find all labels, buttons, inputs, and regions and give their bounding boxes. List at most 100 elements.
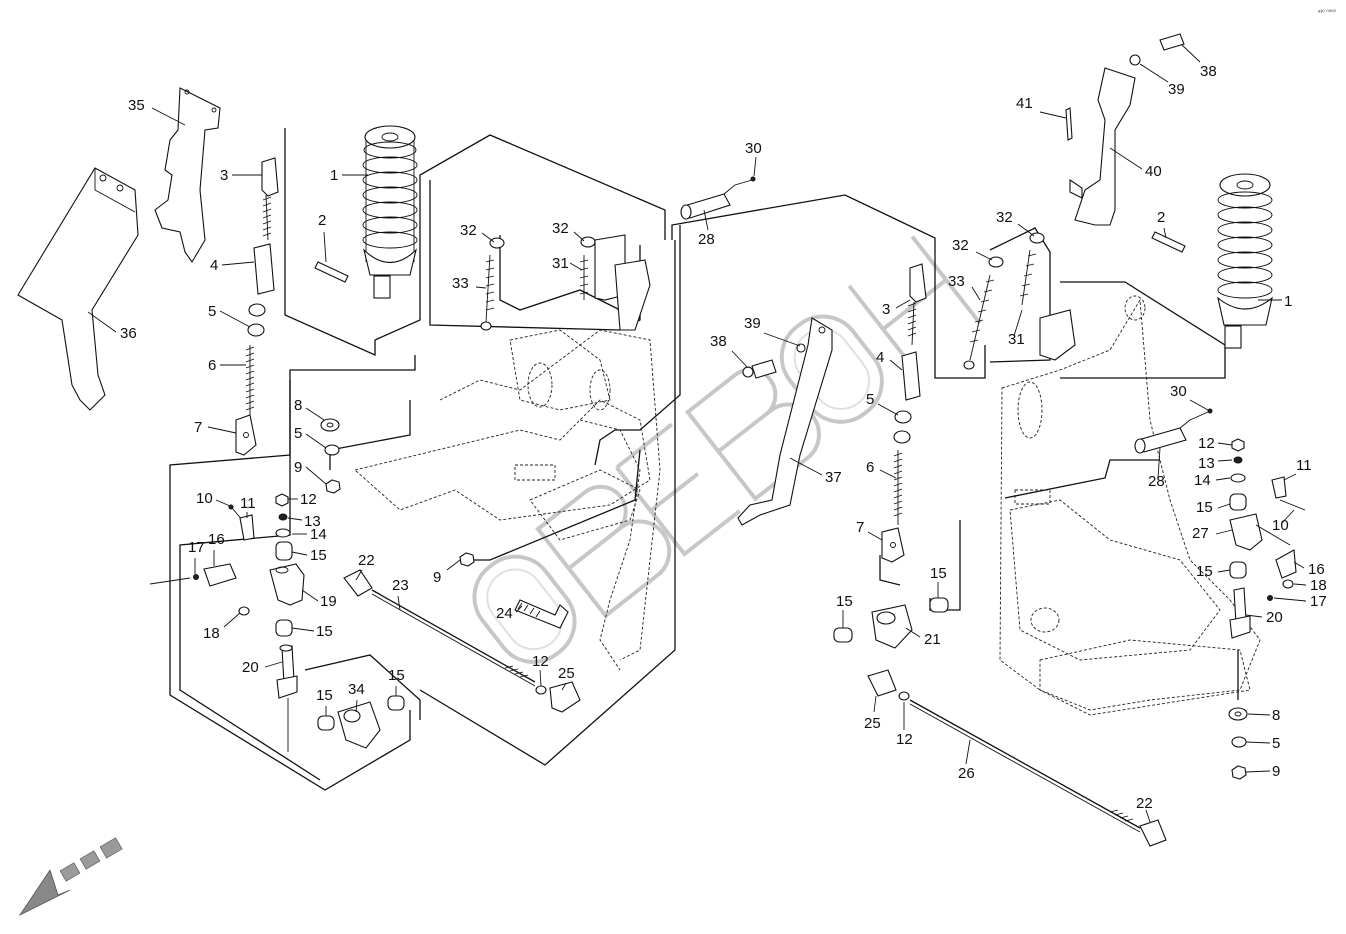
callout-leader (305, 433, 327, 449)
callout-13a: 13 (287, 513, 321, 530)
callout-34: 34 (348, 681, 365, 713)
callout-12b: 12 (532, 653, 549, 687)
callout-number: 1 (1284, 293, 1292, 310)
callout-37: 37 (789, 457, 842, 486)
callout-2a: 2 (318, 212, 327, 263)
callout-23: 23 (392, 577, 409, 611)
callout-number: 18 (1310, 577, 1327, 594)
callout-leader (1293, 583, 1307, 586)
callout-number: 5 (1272, 735, 1280, 752)
callout-leader (877, 403, 899, 416)
callout-number: 25 (864, 715, 881, 732)
callout-32d: 32 (952, 237, 993, 261)
callout-number: 35 (128, 97, 145, 114)
callout-leader (703, 209, 709, 231)
callout-leader (1215, 529, 1233, 535)
callout-leader (1017, 223, 1035, 237)
callout-number: 9 (1272, 763, 1280, 780)
spring-right (1217, 173, 1273, 349)
callout-leader (1139, 63, 1169, 83)
callout-leader (1245, 770, 1271, 773)
callout-19: 19 (301, 589, 337, 610)
callout-number: 41 (1016, 95, 1033, 112)
callout-15d: 15 (388, 667, 405, 696)
left-assembly (17, 87, 833, 791)
callout-number: 11 (240, 495, 256, 512)
callout-16b: 16 (1293, 561, 1325, 578)
callout-33b: 33 (948, 273, 981, 301)
callout-leader (1215, 477, 1231, 481)
callout-leader (1145, 809, 1151, 823)
callout-leader (1217, 459, 1233, 462)
callout-number: 18 (203, 625, 220, 642)
callout-number: 2 (1157, 209, 1165, 226)
callout-number: 34 (348, 681, 365, 698)
callout-number: 19 (320, 593, 337, 610)
callout-leader (301, 589, 319, 602)
callout-leader (305, 407, 325, 421)
callout-6b: 6 (866, 459, 897, 479)
callout-number: 14 (1194, 472, 1211, 489)
callout-leader (87, 311, 117, 333)
callout-number: 25 (558, 665, 575, 682)
callout-3b: 3 (882, 299, 911, 318)
callout-20b: 20 (1245, 609, 1283, 626)
callout-1a: 1 (330, 167, 368, 184)
callout-32c: 32 (996, 209, 1035, 237)
callout-9a: 9 (294, 459, 327, 485)
callout-number: 12 (896, 731, 913, 748)
callout-number: 23 (392, 577, 409, 594)
callout-number: 17 (1310, 593, 1327, 610)
callout-leader (1039, 111, 1067, 119)
callout-9c: 9 (1245, 763, 1280, 780)
callout-28a: 28 (698, 209, 715, 248)
callout-17b: 17 (1273, 593, 1327, 610)
callout-35: 35 (128, 97, 186, 126)
callout-5a: 5 (208, 303, 251, 328)
callout-number: 32 (460, 222, 477, 239)
callout-12d: 12 (896, 702, 913, 748)
callout-leader (1013, 309, 1023, 337)
callout-31a: 31 (552, 255, 583, 272)
callout-10a: 10 (196, 490, 231, 507)
callout-leader (1217, 503, 1231, 509)
callout-leader (573, 231, 585, 242)
callout-leader (515, 605, 523, 613)
callout-17a: 17 (188, 539, 205, 574)
callout-number: 31 (552, 255, 569, 272)
callout-13b: 13 (1198, 455, 1233, 472)
callout-27: 27 (1192, 525, 1233, 542)
callout-leader (223, 612, 241, 628)
callout-number: 10 (196, 490, 213, 507)
callout-15e: 15 (930, 565, 947, 598)
callout-20a: 20 (242, 659, 283, 676)
corner-mark: ᵃ³⁰ ⁰⁰⁰⁰ (1318, 9, 1337, 16)
callout-5c: 5 (866, 391, 899, 416)
callout-leader (1293, 561, 1305, 569)
callout-5d: 5 (1245, 735, 1280, 752)
callout-number: 13 (304, 513, 321, 530)
callout-number: 12 (532, 653, 549, 670)
callout-11a: 11 (240, 495, 256, 518)
callout-38a: 38 (710, 333, 749, 369)
callout-leader (867, 531, 883, 541)
callout-number: 15 (930, 565, 947, 582)
callout-leader (879, 469, 897, 479)
callout-leader (905, 627, 921, 638)
callout-number: 8 (1272, 707, 1280, 724)
callout-leader (355, 699, 358, 713)
callout-number: 7 (194, 419, 202, 436)
callout-number: 8 (294, 397, 302, 414)
callout-39a: 39 (744, 315, 801, 347)
callout-1b: 1 (1258, 293, 1292, 310)
callout-39b: 39 (1139, 63, 1185, 98)
callout-number: 15 (316, 623, 333, 640)
callout-leader (323, 231, 327, 263)
callout-leader (1189, 399, 1209, 411)
callout-leader (731, 350, 749, 369)
callout-5b: 5 (294, 425, 327, 449)
callout-leader (539, 669, 542, 687)
callout-number: 20 (242, 659, 259, 676)
callout-number: 39 (1168, 81, 1185, 98)
callout-25a: 25 (558, 665, 575, 691)
